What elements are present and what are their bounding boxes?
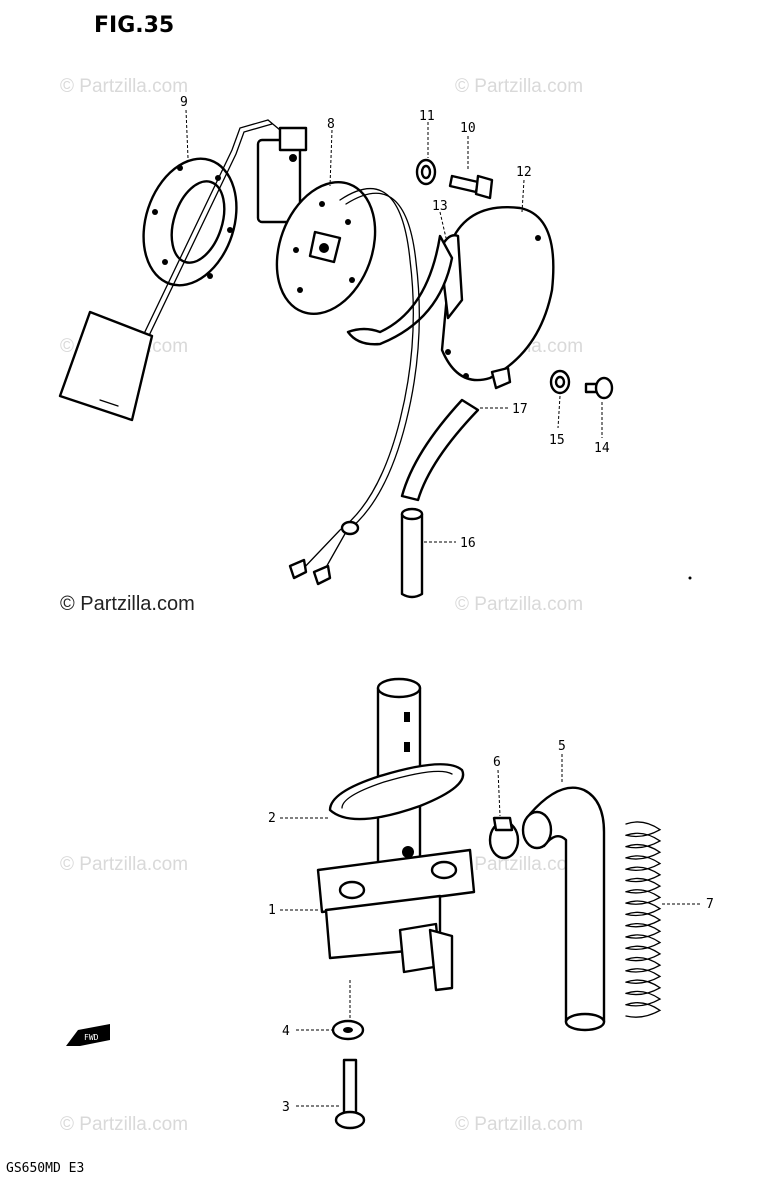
spring-coil xyxy=(625,821,662,838)
spring-coil xyxy=(625,968,662,984)
front-direction-arrow: FWD xyxy=(66,1024,110,1046)
callout-7: 7 xyxy=(706,897,714,912)
leader-lines xyxy=(185,109,702,1107)
part-10-bolt xyxy=(448,174,494,200)
part-14-screw xyxy=(584,376,614,400)
part-4-washer xyxy=(331,1019,365,1041)
callout-labels: 9 8 11 10 12 13 17 15 14 16 5 6 2 1 7 4 … xyxy=(180,95,714,1115)
callout-11: 11 xyxy=(419,109,435,124)
callout-13: 13 xyxy=(432,199,448,214)
callout-4: 4 xyxy=(282,1024,290,1039)
figure-title: FIG.35 xyxy=(94,13,174,38)
front-arrow-label: FWD xyxy=(84,1033,99,1042)
watermark: © Partzilla.com xyxy=(60,76,188,97)
callout-16: 16 xyxy=(460,536,476,551)
spring-coil xyxy=(625,956,662,973)
callout-8: 8 xyxy=(327,117,335,132)
spring-coil xyxy=(625,922,662,939)
callout-12: 12 xyxy=(516,165,532,180)
part-12-cover xyxy=(438,206,555,390)
part-11-washer xyxy=(415,158,437,186)
callout-3: 3 xyxy=(282,1100,290,1115)
spring-coil xyxy=(625,945,662,962)
watermark: © Partzilla.com xyxy=(60,854,188,875)
spring-coil xyxy=(625,979,662,996)
spring-coil xyxy=(625,889,662,905)
part-3-screw xyxy=(334,1058,366,1130)
spring-coil xyxy=(625,843,662,860)
watermark: © Partzilla.com xyxy=(455,1114,583,1135)
stray-mark xyxy=(688,576,692,580)
model-code: GS650MD E3 xyxy=(6,1161,84,1176)
part-1-fuel-cock xyxy=(316,677,476,992)
watermark: © Partzilla.com xyxy=(60,1114,188,1135)
spring-coil xyxy=(625,900,662,917)
watermark-strong: © Partzilla.com xyxy=(60,593,195,615)
spring-coil xyxy=(625,832,662,849)
spring-coil xyxy=(625,866,662,883)
callout-14: 14 xyxy=(594,441,610,456)
callout-2: 2 xyxy=(268,811,276,826)
callout-5: 5 xyxy=(558,739,566,754)
part-15-washer xyxy=(549,369,571,395)
spring-coil xyxy=(625,990,662,1007)
callout-6: 6 xyxy=(493,755,501,770)
part-17-hose-bend xyxy=(400,398,480,502)
watermark: © Partzilla.com xyxy=(455,854,583,875)
part-16-hose xyxy=(400,507,424,599)
watermark: © Partzilla.com xyxy=(455,594,583,615)
wire-harness xyxy=(288,187,420,586)
spring-coil xyxy=(625,877,662,894)
part-5-fuel-hose xyxy=(521,786,606,1032)
spring-coil xyxy=(625,1002,662,1018)
spring-coil xyxy=(625,855,662,871)
float xyxy=(58,310,154,422)
callout-17: 17 xyxy=(512,402,528,417)
float-arm xyxy=(117,119,281,393)
callout-9: 9 xyxy=(180,95,188,110)
callout-15: 15 xyxy=(549,433,565,448)
callout-1: 1 xyxy=(268,903,276,918)
part-6-clamp xyxy=(488,816,520,860)
part-9-gasket xyxy=(142,157,238,287)
part-8-gauge-unit xyxy=(256,126,377,316)
spring-coil xyxy=(625,911,662,928)
part-7-spring xyxy=(625,821,662,1018)
callout-10: 10 xyxy=(460,121,476,136)
watermark: © Partzilla.com xyxy=(455,76,583,97)
part-2-o-ring xyxy=(328,763,465,821)
spring-coil xyxy=(625,934,662,951)
